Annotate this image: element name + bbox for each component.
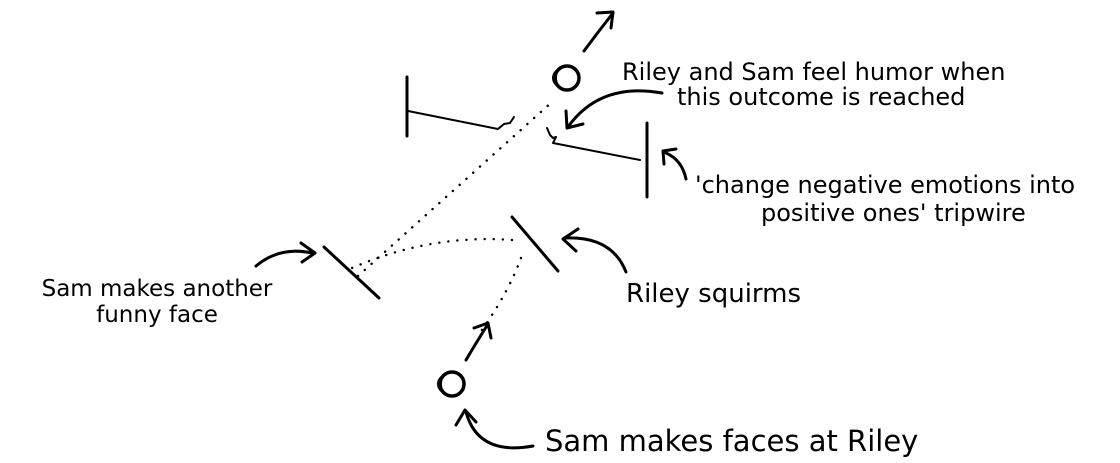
callout-arrow-riley-squirms (561, 227, 628, 274)
dotted-path-start-to-squirm (480, 253, 524, 332)
start-node-icon (437, 370, 466, 398)
label-another-face-line1: Sam makes another (42, 276, 273, 302)
tick-another-face (322, 245, 381, 300)
outcome-exit-arrow-icon (582, 10, 615, 53)
callout-arrow-outcome (564, 89, 664, 130)
label-tripwire-line2: positive ones' tripwire (761, 199, 1026, 227)
dotted-path-squirm-to-another-face (350, 237, 514, 270)
callout-arrow-tripwire (661, 147, 688, 181)
outcome-node-icon (552, 64, 581, 92)
label-outcome-humor-line2: this outcome is reached (677, 83, 965, 111)
callout-arrow-another-face (254, 241, 317, 268)
label-another-face-line2: funny face (96, 302, 218, 328)
label-faces-at-riley: Sam makes faces at Riley (545, 424, 918, 458)
dotted-path-another-face-to-outcome (356, 100, 554, 278)
start-exit-arrow-icon (464, 321, 493, 362)
label-outcome-humor-line1: Riley and Sam feel humor when (622, 58, 1005, 86)
label-tripwire-line1: 'change negative emotions into (695, 171, 1075, 199)
callout-arrow-faces-at-riley (454, 408, 535, 450)
label-riley-squirms: Riley squirms (626, 279, 801, 309)
tick-riley-squirms (510, 215, 560, 273)
tripwire-barrier (405, 75, 649, 199)
